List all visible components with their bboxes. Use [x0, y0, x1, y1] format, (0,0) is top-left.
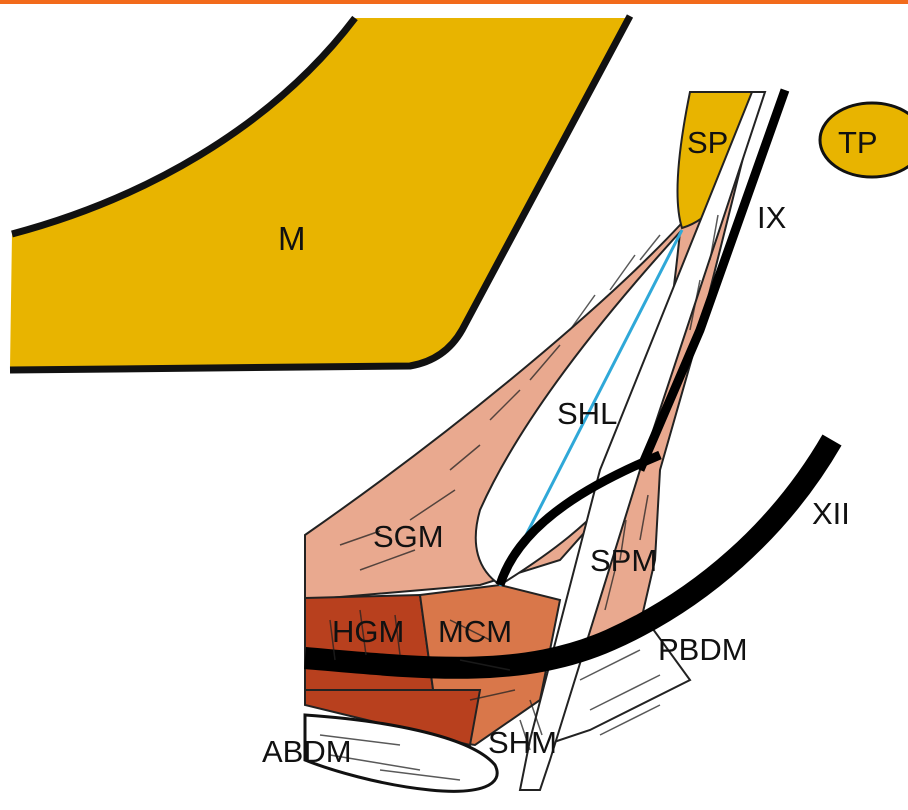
label-styloid-process: SP	[687, 125, 728, 160]
label-stylohyoid-ligament: SHL	[557, 396, 617, 431]
label-transverse-process: TP	[838, 125, 878, 160]
label-middle-constrictor-muscle: MCM	[438, 614, 512, 649]
label-hyoglossus-muscle: HGM	[332, 614, 404, 649]
label-mandible: M	[278, 220, 306, 257]
label-glossopharyngeal-nerve: IX	[757, 200, 787, 235]
label-styloglossus-muscle: SGM	[373, 519, 444, 554]
label-hypoglossal-nerve: XII	[812, 496, 850, 531]
label-anterior-belly-digastric: ABDM	[262, 734, 352, 769]
label-stylopharyngeus-muscle: SPM	[590, 543, 657, 578]
label-stylohyoid-muscle: SHM	[488, 725, 557, 760]
label-posterior-belly-digastric: PBDM	[658, 632, 748, 667]
top-border	[0, 0, 908, 4]
